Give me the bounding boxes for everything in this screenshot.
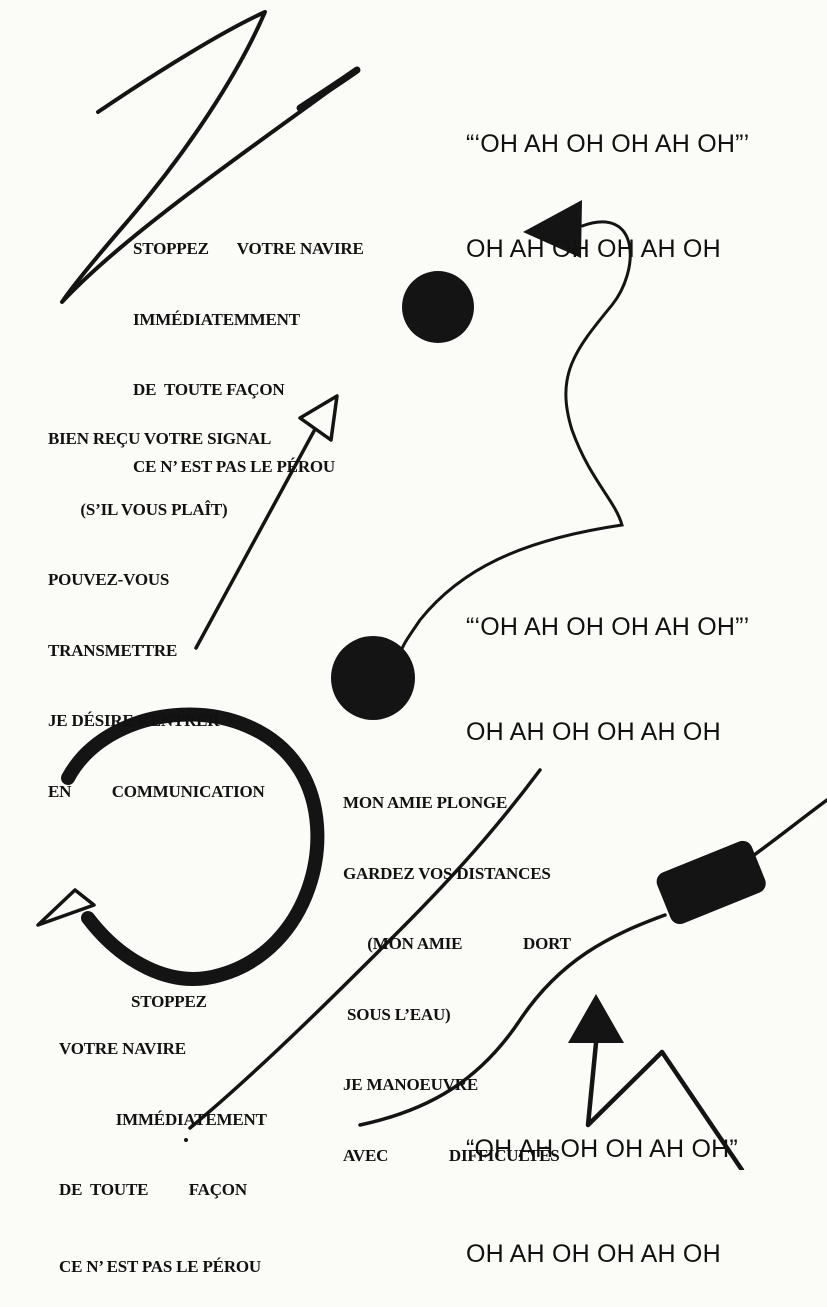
message-line: GARDEZ VOS DISTANCES [343, 863, 551, 883]
chorus-top: “‘OH AH OH OH AH OH”’ OH AH OH OH AH OH [466, 57, 749, 302]
line-to-right-edge [748, 798, 827, 860]
message-line: (MON AMIE DORT [343, 934, 571, 953]
message-line: VOTRE NAVIRE [59, 1039, 186, 1058]
message-line: STOPPEZ [131, 992, 207, 1011]
chorus-middle: “‘OH AH OH OH AH OH”’ OH AH OH OH AH OH [466, 540, 749, 785]
chorus-line: “‘OH AH OH OH AH OH”’ [466, 130, 750, 158]
chorus-line: OH AH OH OH AH OH [466, 718, 721, 746]
zigzag-stroke [585, 1040, 745, 1170]
message-line: (S’IL VOUS PLAÎT) [48, 499, 228, 519]
long-diagonal-stroke [188, 768, 542, 1130]
open-triangle-arrowhead-left [36, 888, 96, 927]
message-line: EN COMMUNICATION [48, 781, 265, 801]
message-line: DE TOUTE FAÇON [59, 1180, 247, 1199]
black-rectangle-block [656, 840, 766, 925]
message-stop-ship-bottom: VOTRE NAVIRE IMMÉDIATEMENT DE TOUTE FAÇO… [59, 990, 267, 1302]
message-line: SOUS L’EAU) [343, 1004, 451, 1024]
curved-line-with-block [358, 913, 667, 1127]
ink-speck [184, 1138, 188, 1142]
open-triangle-arrowhead [298, 394, 339, 442]
black-dot-top [402, 271, 474, 343]
chorus-line: “‘OH AH OH OH AH OH”’ [466, 613, 750, 641]
message-stop: STOPPEZ [131, 943, 207, 1037]
message-stop-ship: STOPPEZ VOTRE NAVIRE IMMÉDIATEMMENT DE T… [133, 190, 364, 502]
message-line: IMMÉDIATEMMENT [133, 309, 300, 329]
solid-triangle-arrowhead-up [568, 994, 624, 1043]
message-line: JE MANOEUVRE [343, 1075, 479, 1094]
black-dot-middle [331, 636, 415, 720]
message-line: TRANSMETTRE [48, 640, 178, 660]
message-line: CE N’ EST PAS LE PÉROU [133, 456, 335, 476]
message-line: MON AMIE PLONGE [343, 793, 508, 812]
message-line: DE TOUTE FAÇON [133, 380, 285, 399]
chorus-line: OH AH OH OH AH OH [466, 1240, 721, 1268]
scribble-stroke [60, 10, 357, 304]
message-line: STOPPEZ VOTRE NAVIRE [133, 239, 364, 258]
solid-triangle-arrowhead [523, 200, 582, 258]
chorus-line: “OH AH OH OH AH OH” [466, 1135, 738, 1163]
scribble-thick-end [296, 66, 361, 112]
message-line: CE N’ EST PAS LE PÉROU [59, 1256, 261, 1276]
message-line: IMMÉDIATEMENT [59, 1109, 267, 1129]
message-line: BIEN REÇU VOTRE SIGNAL [48, 429, 272, 448]
message-line: POUVEZ-VOUS [48, 570, 170, 589]
diagonal-arrow-shaft [194, 418, 322, 650]
ink-drawing [36, 10, 827, 1170]
message-line: AVEC DIFFICULTÉS [343, 1145, 560, 1165]
message-friend-dives: MON AMIE PLONGE GARDEZ VOS DISTANCES (MO… [343, 744, 571, 1191]
message-signal-received: BIEN REÇU VOTRE SIGNAL (S’IL VOUS PLAÎT)… [48, 380, 271, 827]
message-line: JE DÉSIRE RENTRER [48, 711, 220, 730]
chorus-line: OH AH OH OH AH OH [466, 235, 721, 263]
wavy-line [398, 220, 632, 657]
circular-arc-stroke [61, 707, 325, 986]
